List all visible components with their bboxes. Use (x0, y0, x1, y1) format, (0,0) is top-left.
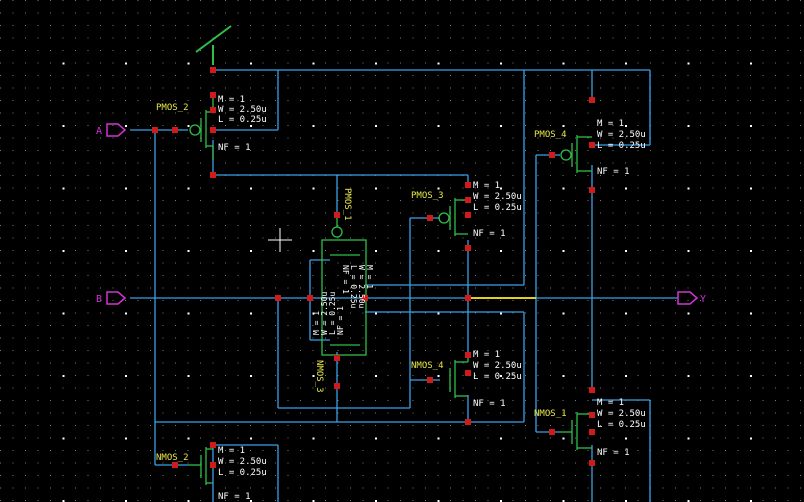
transistor-symbols[interactable] (188, 95, 592, 485)
svg-text:L = 0.25u: L = 0.25u (218, 115, 267, 125)
svg-text:NF = 1: NF = 1 (341, 265, 350, 294)
svg-text:NF = 1: NF = 1 (218, 492, 251, 502)
svg-text:L = 0.25u: L = 0.25u (473, 203, 522, 213)
pmos1-params: M = 1 W = 2.50u L = 0.25u NF = 1 (341, 265, 374, 309)
svg-text:W = 2.50u: W = 2.50u (597, 130, 646, 140)
svg-text:NF = 1: NF = 1 (473, 399, 506, 409)
nmos3-params: M = 1 W = 2.50u L = 0.25u NF = 1 (312, 291, 345, 335)
svg-text:M = 1: M = 1 (597, 398, 624, 408)
pmos3-name: PMOS_3 (411, 191, 444, 201)
instance-names: PMOS_2 PMOS_4 PMOS_3 NMOS_4 NMOS_1 NMOS_… (156, 103, 567, 463)
device-parameters: M = 1 W = 2.50u L = 0.25u NF = 1 M = 1 W… (218, 95, 646, 502)
pmos3-params: M = 1 W = 2.50u L = 0.25u NF = 1 (473, 181, 522, 239)
svg-text:W = 2.50u: W = 2.50u (218, 457, 267, 467)
svg-text:W = 2.50u: W = 2.50u (357, 265, 366, 309)
input-pin-a (106, 123, 127, 137)
input-pin-b (106, 291, 127, 305)
output-pin-y (677, 291, 699, 305)
nmos2-params: M = 1 W = 2.50u L = 0.25u NF = 1 (218, 446, 267, 502)
pmos4-name: PMOS_4 (534, 130, 567, 140)
grid-dots-major (33, 55, 804, 502)
pin-shapes[interactable] (106, 123, 699, 305)
pmos1-name: PMOS_1 (342, 188, 352, 221)
nmos4-params: M = 1 W = 2.50u L = 0.25u NF = 1 (473, 350, 522, 409)
svg-text:W = 2.50u: W = 2.50u (320, 291, 329, 335)
svg-text:NF = 1: NF = 1 (473, 229, 506, 239)
svg-text:NF = 1: NF = 1 (336, 306, 345, 335)
svg-text:W = 2.50u: W = 2.50u (218, 105, 267, 115)
svg-text:W = 2.50u: W = 2.50u (597, 409, 646, 419)
pin-a-label: A (96, 126, 102, 137)
svg-text:L = 0.25u: L = 0.25u (473, 372, 522, 382)
crosshair-cursor-icon (268, 228, 292, 252)
wires[interactable] (130, 69, 678, 502)
svg-text:L = 0.25u: L = 0.25u (218, 468, 267, 478)
pin-b-label: B (96, 294, 102, 305)
nmos1-name: NMOS_1 (534, 409, 567, 419)
svg-text:M = 1: M = 1 (312, 311, 321, 335)
svg-text:NF = 1: NF = 1 (218, 143, 251, 153)
svg-text:M = 1: M = 1 (218, 446, 245, 456)
pmos2-params: M = 1 W = 2.50u L = 0.25u NF = 1 (218, 95, 267, 153)
pin-y-label: Y (700, 294, 706, 305)
pmos4-params: M = 1 W = 2.50u L = 0.25u NF = 1 (597, 119, 646, 177)
nmos4-name: NMOS_4 (411, 361, 444, 371)
svg-text:M = 1: M = 1 (473, 181, 500, 191)
svg-text:L = 0.25u: L = 0.25u (349, 265, 358, 309)
vdd-supply-symbol[interactable] (195, 25, 232, 65)
svg-text:M = 1: M = 1 (218, 95, 245, 105)
svg-text:L = 0.25u: L = 0.25u (597, 420, 646, 430)
svg-text:W = 2.50u: W = 2.50u (473, 192, 522, 202)
svg-text:M = 1: M = 1 (597, 119, 624, 129)
svg-text:NF = 1: NF = 1 (597, 167, 630, 177)
nmos1-params: M = 1 W = 2.50u L = 0.25u NF = 1 (597, 398, 646, 458)
connection-nodes[interactable] (152, 67, 595, 468)
svg-text:NF = 1: NF = 1 (597, 448, 630, 458)
svg-text:L = 0.25u: L = 0.25u (328, 291, 337, 335)
svg-text:M = 1: M = 1 (473, 350, 500, 360)
pmos2-name: PMOS_2 (156, 103, 189, 113)
svg-text:W = 2.50u: W = 2.50u (473, 361, 522, 371)
nmos2-name: NMOS_2 (156, 453, 189, 463)
svg-text:M = 1: M = 1 (365, 265, 374, 289)
nmos3-name: NMOS_3 (314, 360, 324, 393)
svg-text:L = 0.25u: L = 0.25u (597, 141, 646, 151)
